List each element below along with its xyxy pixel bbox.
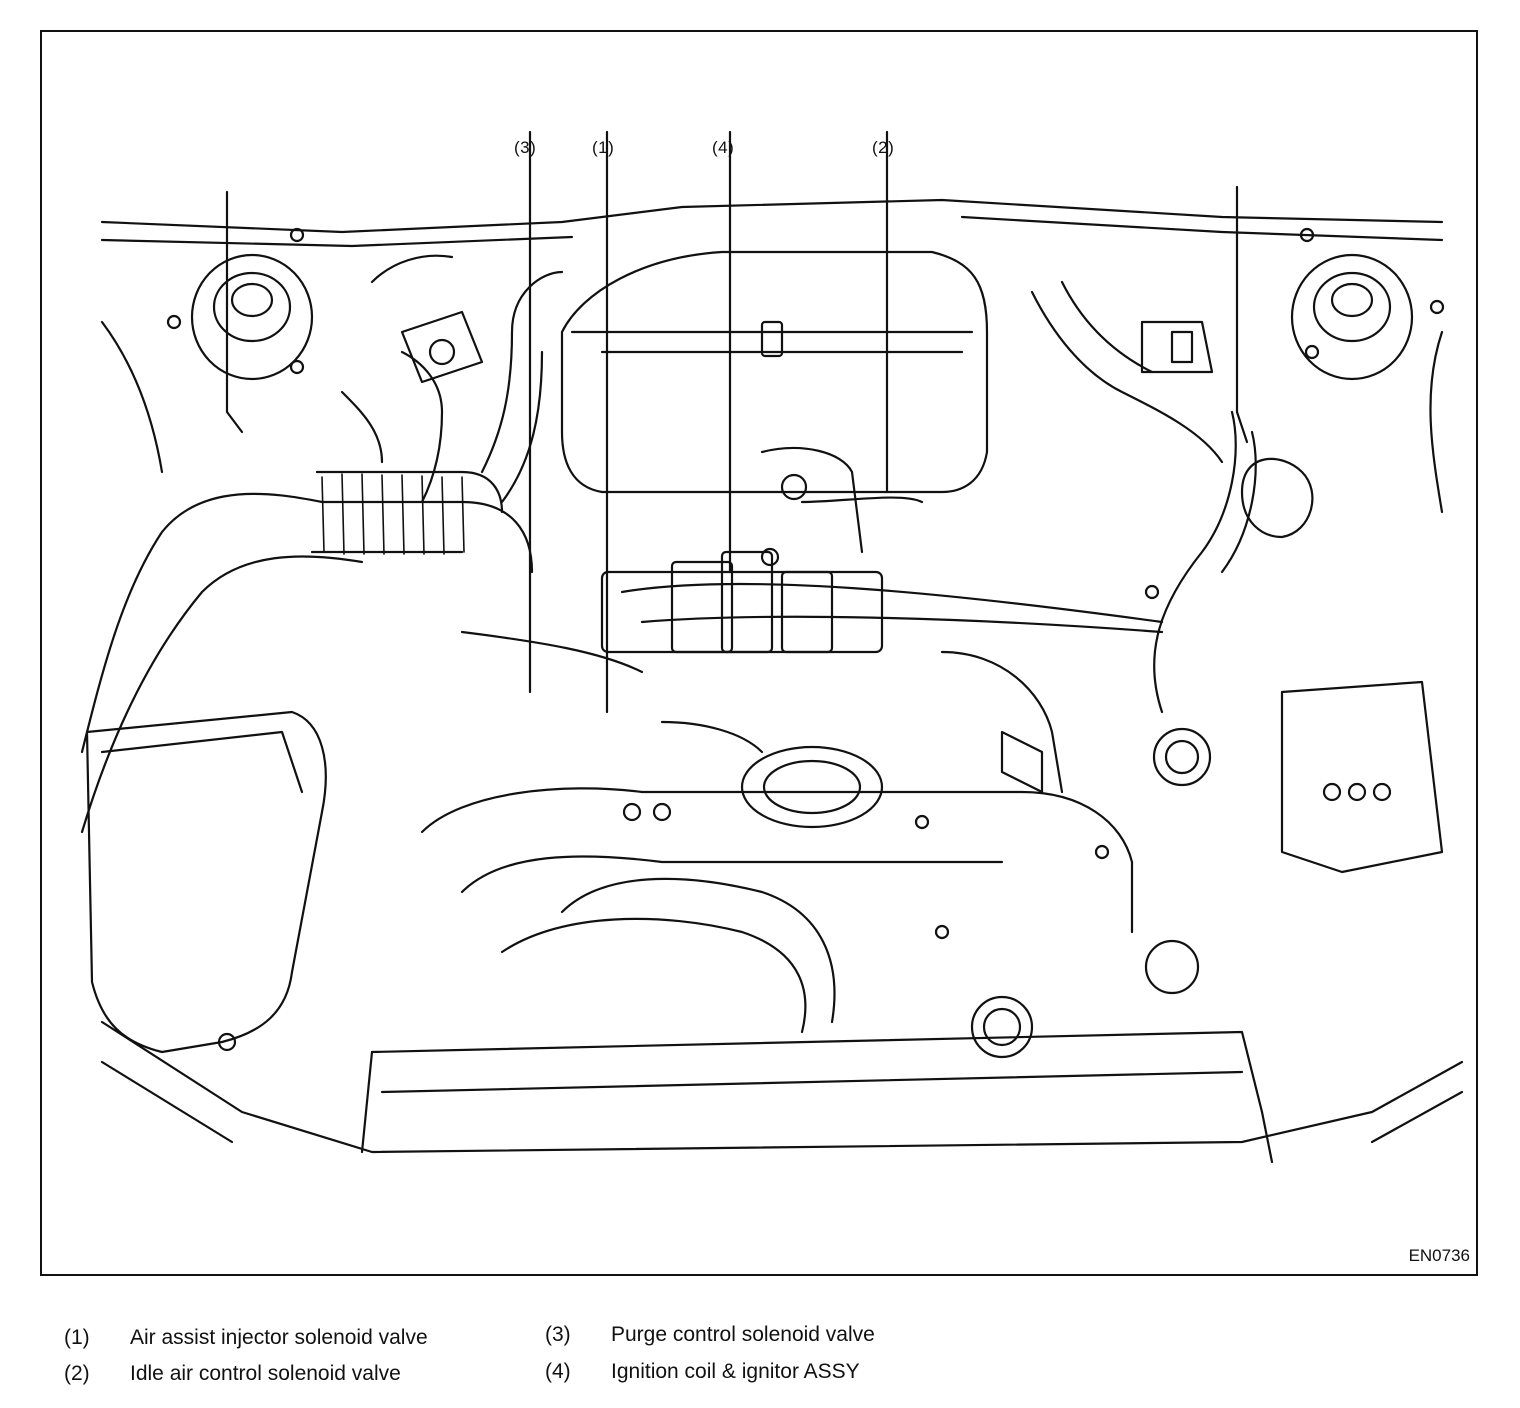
figure-id: EN0736 [1408,1246,1470,1265]
legend-number: (2) [64,1362,90,1385]
legend-text: Idle air control solenoid valve [130,1362,401,1385]
callout-3: (3) [514,138,537,157]
callout-2: (2) [872,138,895,157]
legend-text: Ignition coil & ignitor ASSY [611,1360,860,1383]
legend-number: (1) [64,1326,90,1349]
figure-frame: (3) (1) (4) (2) EN0736 [40,30,1478,1276]
legend-number: (4) [545,1360,571,1383]
legend-text: Air assist injector solenoid valve [130,1326,428,1349]
callout-4: (4) [712,138,735,157]
callout-1: (1) [592,138,615,157]
engine-compartment-drawing [80,130,1464,1164]
legend-text: Purge control solenoid valve [611,1323,875,1346]
legend-number: (3) [545,1323,571,1346]
